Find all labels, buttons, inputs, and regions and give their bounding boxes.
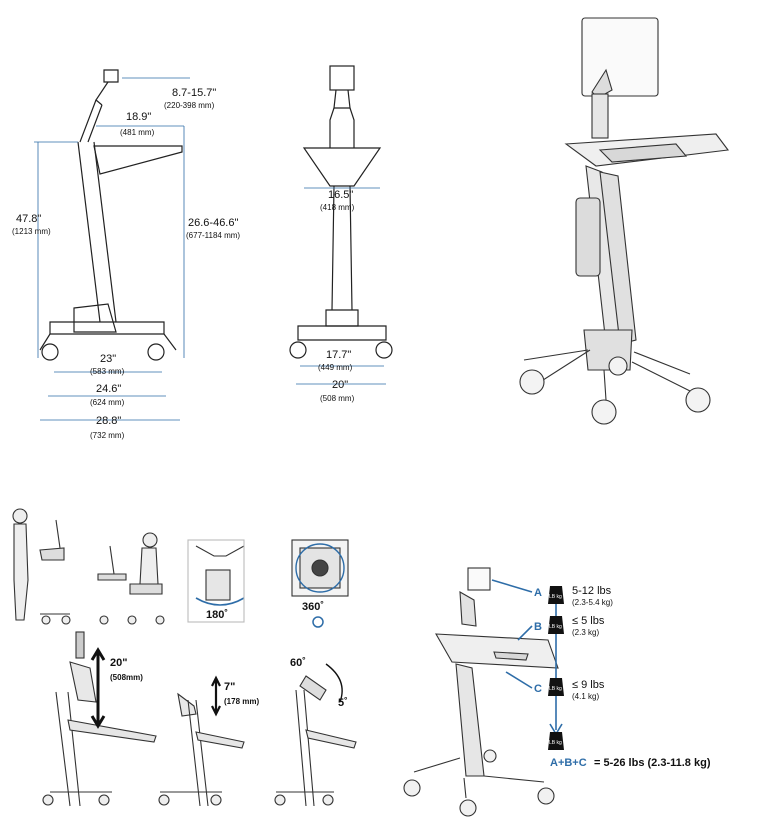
- weight-icon-label-c: LB kg: [549, 686, 562, 692]
- load-a-metric: (2.3-5.4 kg): [572, 598, 613, 607]
- load-a-weight: 5-12 lbs: [572, 585, 612, 597]
- dim-base-23: 23": [100, 353, 116, 365]
- side-view-dimension-lines: [34, 77, 190, 421]
- tilt-diagram: [274, 663, 357, 807]
- dim-mount-height: 8.7-15.7": [172, 87, 216, 99]
- dim-base-28: 28.8": [96, 415, 121, 427]
- ergonomic-figures: [12, 508, 165, 625]
- dim-depth-metric: (481 mm): [120, 128, 155, 137]
- front-view-drawing: [289, 65, 393, 359]
- load-cart-illustration: [403, 567, 559, 817]
- keyboard-arrow: [211, 675, 221, 717]
- dim-base-24: 24.6": [96, 383, 121, 395]
- weight-icon-label-a: LB kg: [549, 594, 562, 600]
- dim-surface-height: 26.6-46.6": [188, 217, 238, 229]
- height-range-value: 20": [110, 657, 127, 669]
- weight-icon-c: LB kg: [548, 678, 564, 696]
- dim-total-height-metric: (1213 mm): [12, 227, 51, 236]
- dim-base-28-metric: (732 mm): [90, 431, 125, 440]
- weight-icon-b: LB kg: [548, 616, 564, 634]
- weight-icon-label-b: LB kg: [549, 624, 562, 630]
- side-view-drawing: [39, 69, 183, 361]
- keyboard-range-value: 7": [224, 681, 235, 693]
- load-letter-a: A: [534, 587, 542, 599]
- load-c-weight: ≤ 9 lbs: [572, 679, 605, 691]
- dim-base-width-metric: (508 mm): [320, 394, 355, 403]
- keyboard-range-metric: (178 mm): [224, 697, 259, 706]
- dim-mount-height-metric: (220-398 mm): [164, 101, 215, 110]
- weight-icon-label-total: LB kg: [549, 740, 562, 746]
- dim-wheelbase: 17.7": [326, 349, 351, 361]
- weight-icon-a: LB kg: [548, 586, 564, 604]
- load-letter-b: B: [534, 621, 542, 633]
- keyboard-range-diagram: [158, 692, 245, 807]
- rotation-180-diagram: [187, 539, 245, 623]
- load-c-metric: (4.1 kg): [572, 692, 599, 701]
- pivot-label: 360˚: [302, 601, 324, 613]
- cart-illustration: [519, 17, 730, 425]
- load-letter-c: C: [534, 683, 542, 695]
- pivot-rotate-icon: [312, 616, 324, 628]
- dim-wheelbase-metric: (449 mm): [318, 363, 353, 372]
- pivot-360-diagram: [291, 539, 349, 597]
- tilt-up-label: 60˚: [290, 657, 306, 669]
- rotation-label: 180˚: [206, 609, 228, 621]
- dim-surface-width: 16.5": [328, 189, 353, 201]
- weight-icon-total: LB kg: [548, 732, 564, 750]
- dim-total-height: 47.8": [16, 213, 41, 225]
- dim-base-width: 20": [332, 379, 348, 391]
- dim-base-23-metric: (583 mm): [90, 367, 125, 376]
- load-total-value: = 5-26 lbs (2.3-11.8 kg): [594, 757, 711, 769]
- height-arrow: [90, 647, 106, 729]
- load-b-weight: ≤ 5 lbs: [572, 615, 605, 627]
- dim-depth: 18.9": [126, 111, 151, 123]
- front-view-dimension-lines: [296, 187, 386, 385]
- height-range-metric: (508mm): [110, 673, 143, 682]
- dim-surface-width-metric: (418 mm): [320, 203, 355, 212]
- load-total-letters: A+B+C: [550, 757, 587, 769]
- dim-base-24-metric: (624 mm): [90, 398, 125, 407]
- tilt-down-label: 5˚: [338, 697, 348, 709]
- dim-surface-height-metric: (677-1184 mm): [186, 231, 240, 240]
- load-b-metric: (2.3 kg): [572, 628, 599, 637]
- height-range-diagram: [42, 631, 157, 807]
